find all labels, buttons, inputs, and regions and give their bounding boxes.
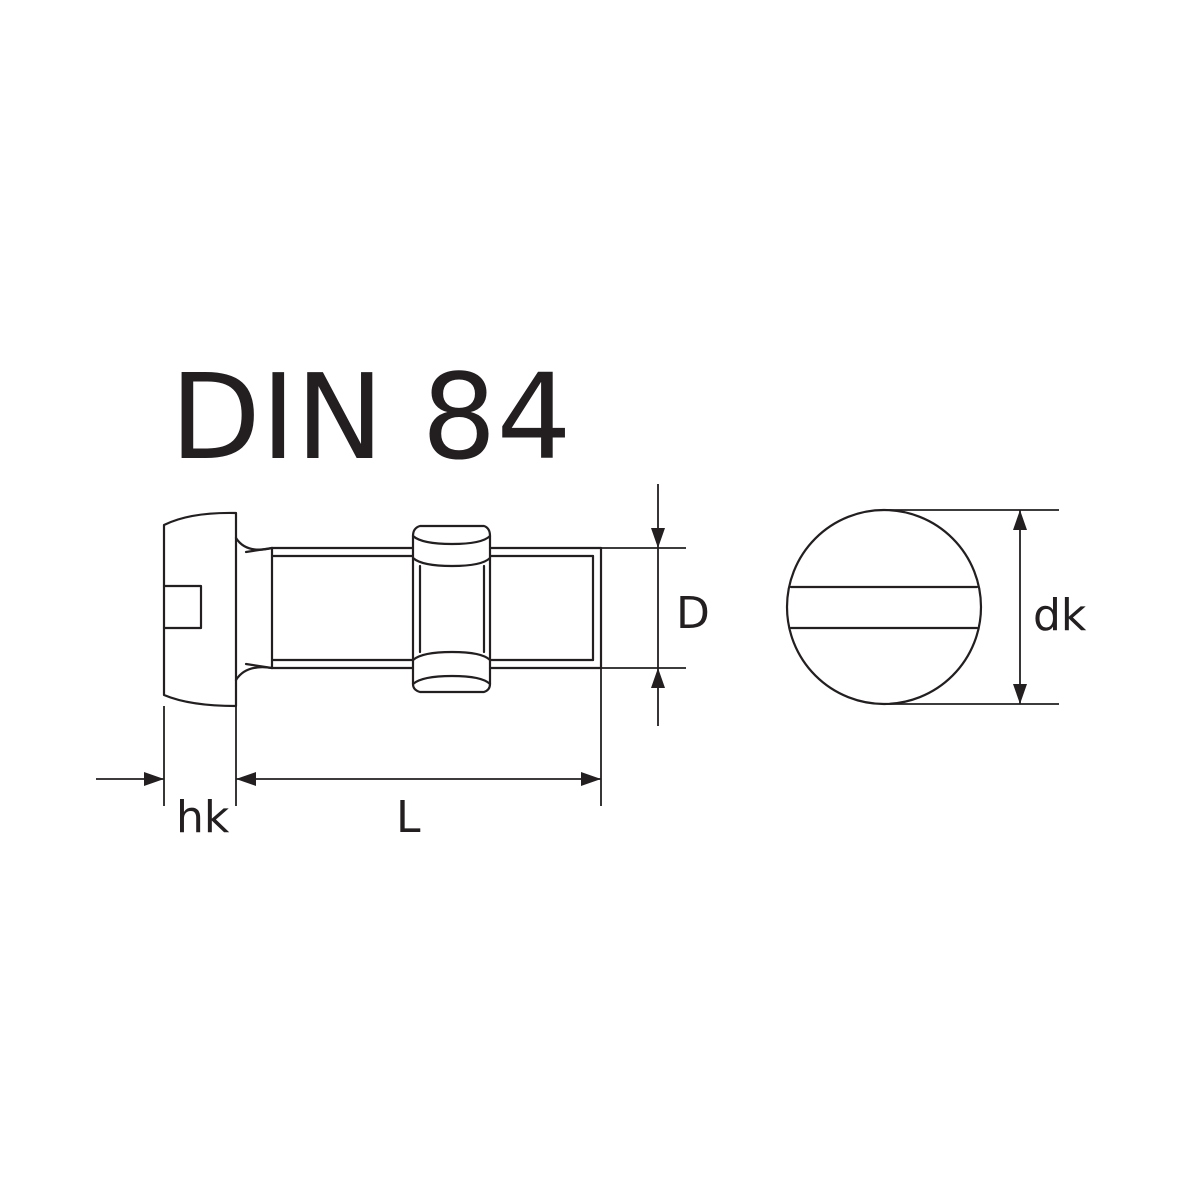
d-arrow-bottom [651,668,665,688]
head-top-slot-outline [789,587,979,628]
screw-head-top-view [785,508,983,706]
d-label: D [676,588,710,639]
head-top-slot [789,585,979,630]
hk-label: hk [176,792,230,843]
dk-arrow-top [1013,510,1027,530]
hex-nut-outline [411,524,492,694]
hex-nut [411,524,492,694]
diagram-title: DIN 84 [170,348,572,486]
diameter-dimension: D [601,484,710,726]
hex-nut-edge-bottom [411,674,492,686]
thread-runout-top [244,546,274,554]
d-arrow-top [651,528,665,548]
head-top-circle [785,508,983,706]
dk-arrow-bottom [1013,684,1027,704]
head-diameter-dimension: dk [884,509,1087,705]
screw-head-slot [162,584,203,630]
hex-nut-face-bottom [411,650,492,662]
hk-arrow [144,772,164,786]
screw-side-view [162,511,603,708]
l-arrow-right [581,772,601,786]
l-label: L [396,792,421,843]
screw-head-fillet-bottom [234,666,274,682]
dk-label: dk [1033,590,1087,641]
l-arrow-left [236,772,256,786]
length-dimensions: hk L [96,668,602,843]
thread-runout-bottom [244,662,274,670]
hex-nut-face-top [411,556,492,568]
hex-nut-edge-top [411,534,492,546]
